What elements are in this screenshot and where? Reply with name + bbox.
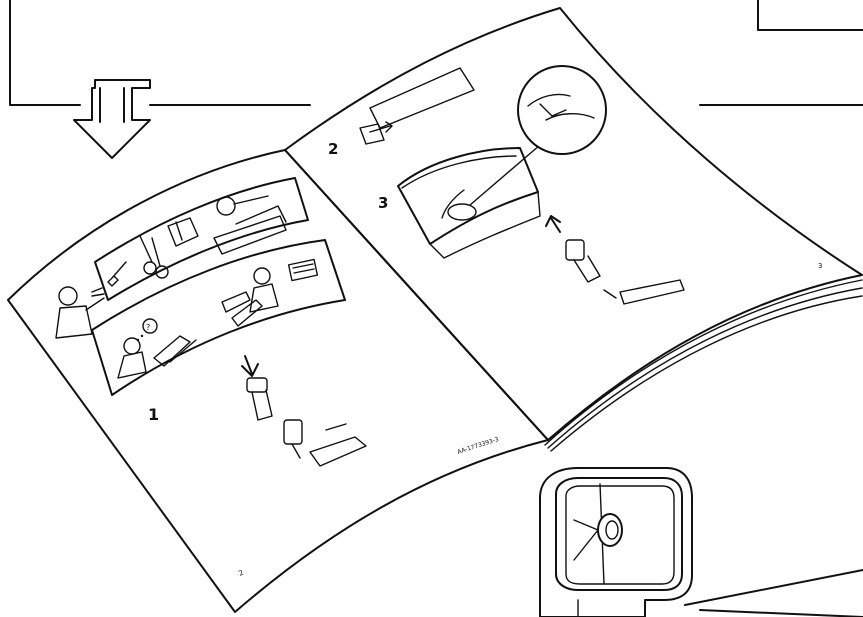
page-number-right: 3 (818, 262, 822, 270)
step-2-label: 2 (328, 140, 338, 158)
down-arrow-icon (74, 80, 150, 158)
step-3-label: 3 (378, 194, 388, 212)
booklet (8, 8, 862, 612)
foreground-part (540, 468, 863, 617)
svg-text:?: ? (146, 323, 150, 332)
step-1-label: 1 (148, 405, 159, 424)
